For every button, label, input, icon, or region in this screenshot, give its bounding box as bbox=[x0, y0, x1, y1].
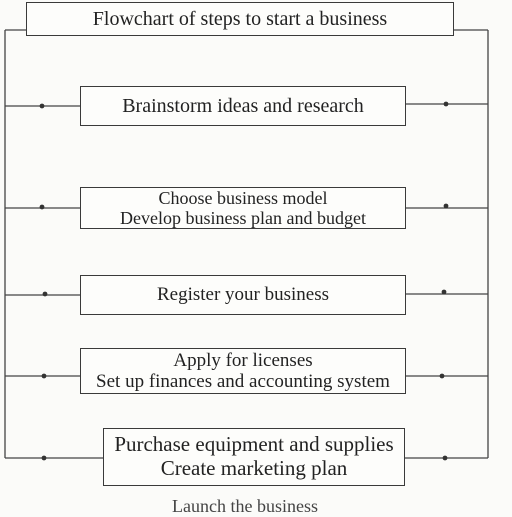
step-2-left-node bbox=[39, 204, 45, 210]
step-1-right-node bbox=[443, 101, 449, 107]
step-box-5: Purchase equipment and supplies Create m… bbox=[103, 428, 405, 486]
step-5-line-2: Create marketing plan bbox=[160, 456, 348, 480]
step-3-right-node bbox=[441, 289, 447, 295]
step-box-1: Brainstorm ideas and research bbox=[80, 86, 406, 126]
step-4-right-node bbox=[439, 373, 445, 379]
step-2-line-1: Choose business model bbox=[158, 187, 328, 208]
diagram-title-text: Flowchart of steps to start a business bbox=[92, 7, 388, 30]
step-2-right-node bbox=[443, 203, 449, 209]
step-1-line-1: Brainstorm ideas and research bbox=[122, 94, 364, 117]
step-5-left-node bbox=[41, 455, 47, 461]
step-3-left-node bbox=[42, 291, 48, 297]
step-box-4: Apply for licenses Set up finances and a… bbox=[80, 348, 406, 394]
step-box-3: Register your business bbox=[80, 275, 406, 315]
step-2-line-2: Develop business plan and budget bbox=[120, 208, 366, 228]
step-5-right-node bbox=[442, 455, 448, 461]
step-4-line-1: Apply for licenses bbox=[173, 349, 313, 371]
step-5-line-1: Purchase equipment and supplies bbox=[114, 432, 394, 457]
step-box-2: Choose business model Develop business p… bbox=[80, 187, 406, 229]
step-4-left-node bbox=[41, 373, 47, 379]
step-3-line-1: Register your business bbox=[156, 284, 330, 306]
step-1-left-node bbox=[39, 103, 45, 109]
diagram-title: Flowchart of steps to start a business bbox=[26, 2, 454, 36]
footer-caption: Launch the business bbox=[172, 496, 318, 516]
step-4-line-2: Set up finances and accounting system bbox=[96, 371, 390, 392]
